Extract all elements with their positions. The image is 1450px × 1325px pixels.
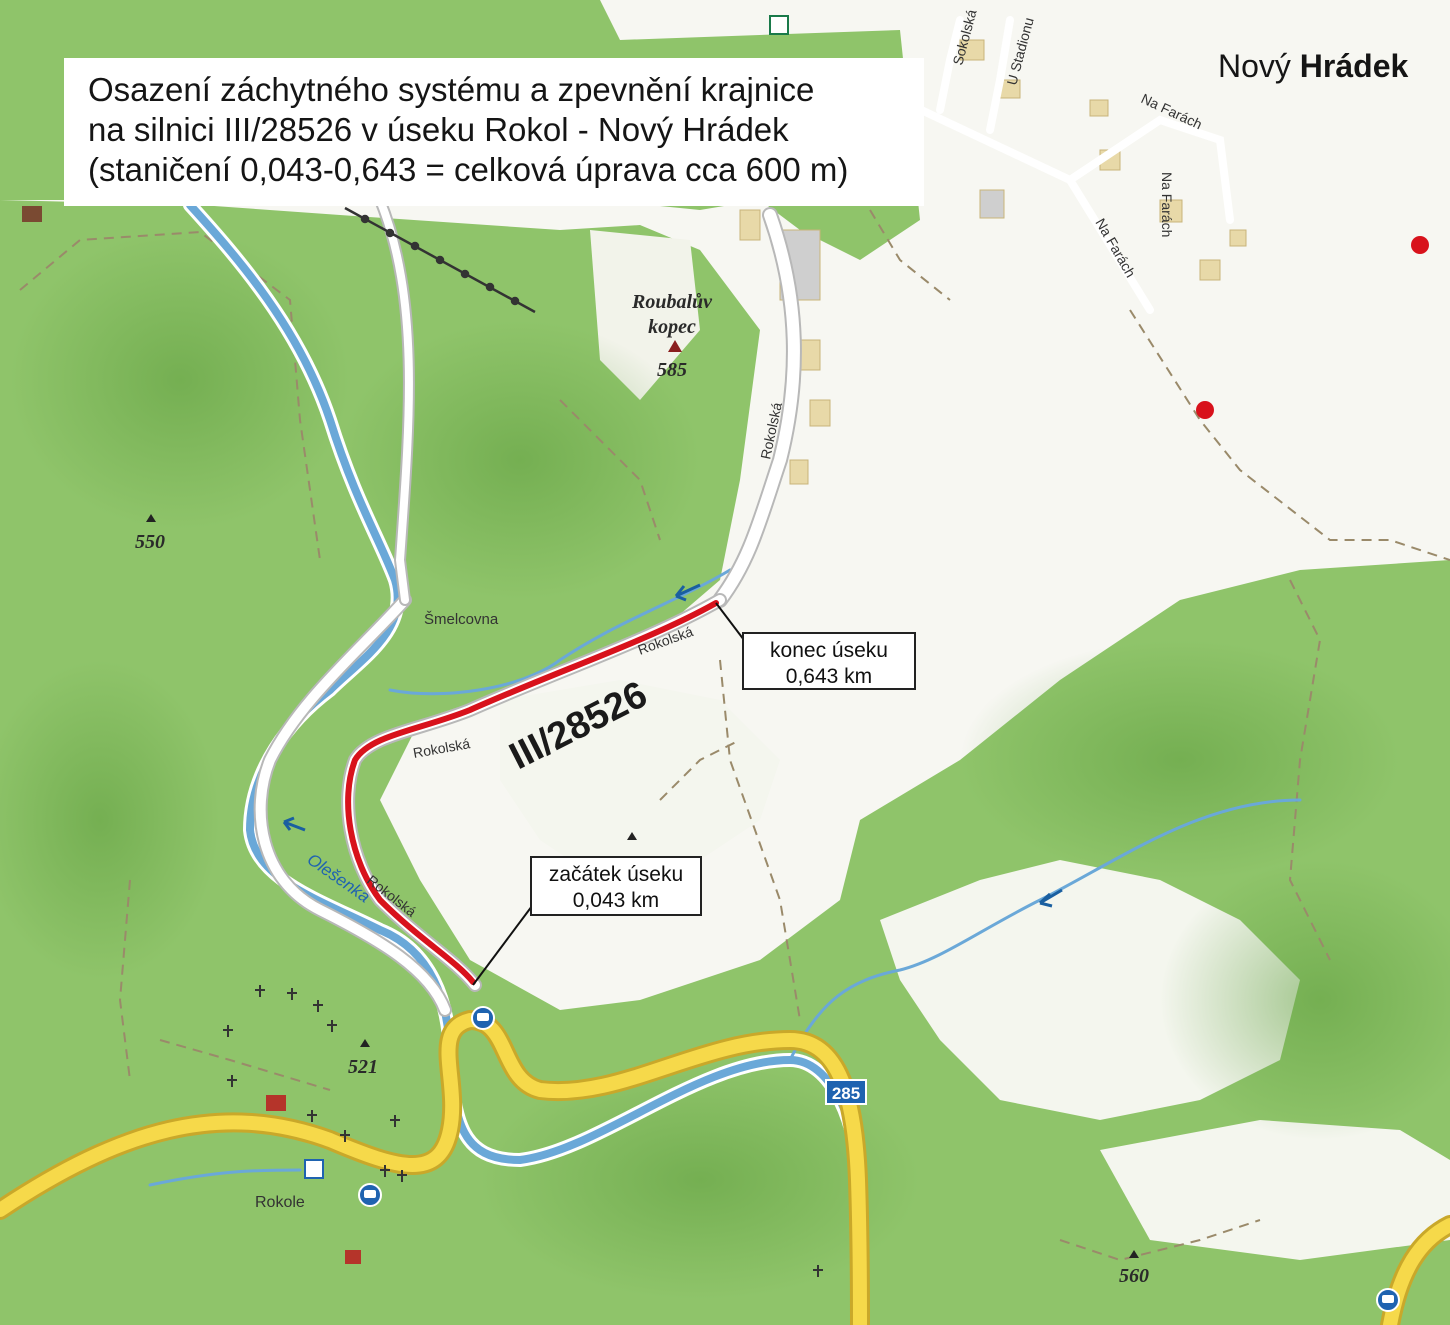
peak-triangle-icon: [146, 514, 156, 522]
bus-stop-icon[interactable]: [1376, 1288, 1400, 1312]
forest-shade-4: [1160, 860, 1450, 1140]
no-entry-sign-icon: [304, 15, 789, 1179]
peak-name-line1: Roubalův: [631, 291, 713, 313]
peak-elevation: 560: [1119, 1265, 1149, 1287]
village-label: Nový Hrádek: [1218, 48, 1408, 85]
forest-shade-5: [480, 1060, 920, 1300]
street-label-na-farach: Na Farách: [1159, 172, 1175, 237]
forest-shade-2: [10, 230, 350, 530]
sight-icon: [1411, 236, 1429, 254]
title-line-3: (staničení 0,043-0,643 = celková úprava …: [88, 151, 849, 188]
power-line: [344, 206, 536, 314]
forest-shade-6: [0, 660, 220, 980]
peak-560: 560: [1119, 1250, 1149, 1287]
callout-start-title: začátek úseku: [548, 863, 684, 886]
meadow-clearing-southeast: [1100, 1120, 1450, 1260]
peak-roubaluv-kopec: Roubalův kopec 585: [631, 291, 713, 381]
callout-end-title: konec úseku: [770, 639, 888, 662]
flow-arrows: [282, 583, 1063, 908]
peak-elevation: 550: [135, 531, 165, 553]
cemetery-crosses: [223, 985, 823, 1277]
road-section-iii-28526[interactable]: [345, 600, 719, 985]
callout-start-km: 0,043 km: [572, 889, 660, 912]
peak-triangle-icon: [627, 832, 637, 840]
road-number-badge: 285: [825, 1079, 867, 1105]
peak-triangle-icon: [360, 1039, 370, 1047]
chapel-icon: [266, 1095, 286, 1111]
label-rokole: Rokole: [255, 1194, 305, 1211]
callout-section-start: začátek úseku 0,043 km: [530, 856, 702, 916]
peak-elevation: 521: [348, 1056, 378, 1078]
village-prefix: Nový: [1218, 48, 1291, 84]
callout-section-end: konec úseku 0,643 km: [742, 632, 916, 690]
river-olesenka: [148, 198, 1302, 1325]
footpaths: [19, 209, 1450, 1262]
forest-shade-3: [960, 640, 1400, 880]
forest-shade-1: [340, 320, 700, 600]
peak-triangle-icon: [668, 340, 682, 352]
castle-icon: [22, 206, 42, 222]
village-streets: [896, 16, 1234, 314]
meadow-clearing-south: [500, 680, 780, 900]
bus-stop-icon[interactable]: [358, 1183, 382, 1207]
peak-triangle-icon: [1129, 1250, 1139, 1258]
callout-end-km: 0,643 km: [785, 665, 873, 688]
title-line-1: Osazení záchytného systému a zpevnění kr…: [88, 71, 815, 108]
title-box: Osazení záchytného systému a zpevnění kr…: [64, 58, 924, 206]
callout-pointers: [472, 602, 745, 986]
peak-name-line2: kopec: [648, 316, 696, 338]
road-badge-label: 285: [832, 1084, 860, 1103]
poi-markers: [22, 206, 1429, 1264]
peak-521: 521: [348, 1039, 378, 1078]
sight-icon: [1196, 401, 1214, 419]
peak-550: 550: [135, 514, 165, 553]
label-smelcovna: Šmelcovna: [424, 611, 499, 628]
village-name: Hrádek: [1299, 48, 1409, 84]
church-icon: [345, 1250, 361, 1264]
bus-stop-icon[interactable]: [471, 1006, 495, 1030]
title-line-2: na silnici III/28526 v úseku Rokol - Nov…: [88, 111, 789, 148]
peak-elevation: 585: [657, 359, 687, 381]
